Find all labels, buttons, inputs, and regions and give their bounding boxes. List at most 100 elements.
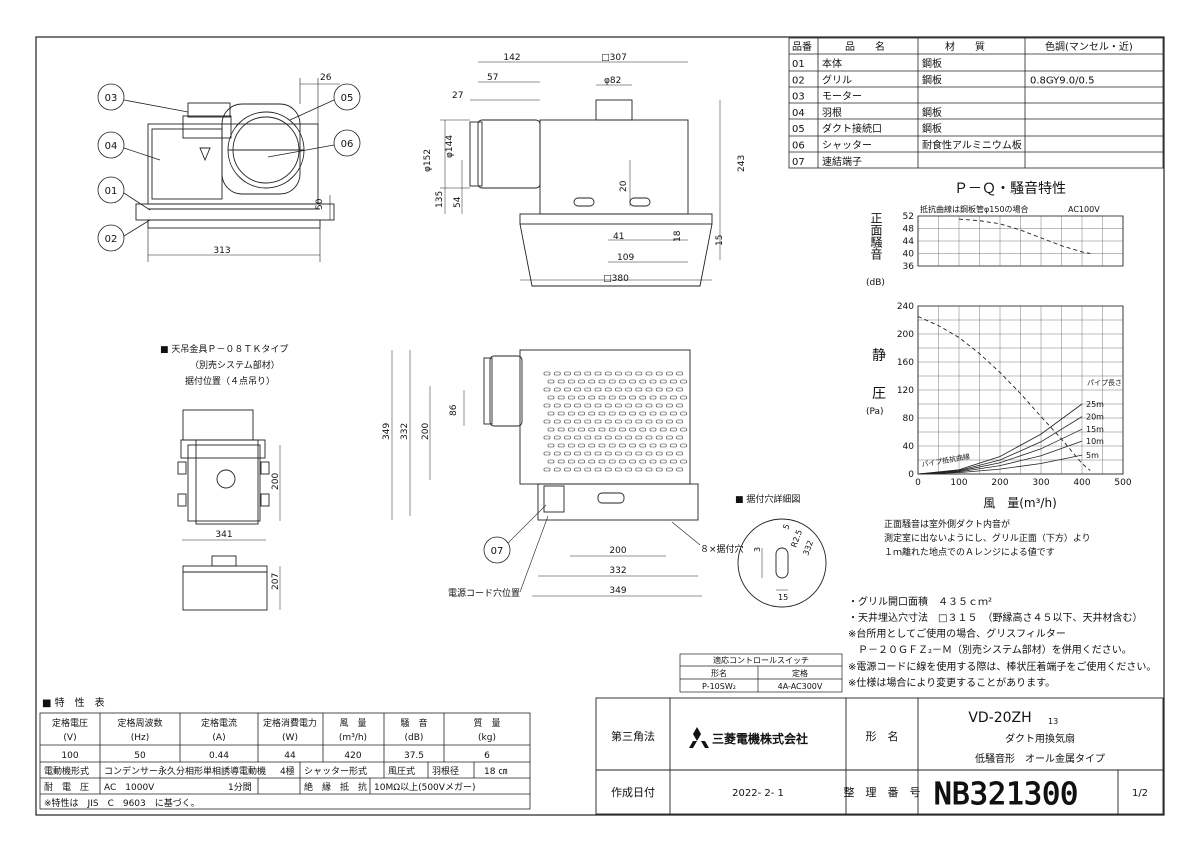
- svg-text:200: 200: [271, 473, 281, 490]
- grille-slot: [639, 459, 647, 464]
- grille-slot: [568, 427, 575, 432]
- pipe-curve-20m: [917, 416, 1083, 475]
- characteristics-rows: 電動機形式 コンデンサー永久分相形単相誘導電動機 4極 シャッター形式 風圧式 …: [44, 765, 507, 809]
- svg-text:15: 15: [778, 593, 788, 602]
- grille-slot: [574, 387, 581, 392]
- svg-text:135: 135: [435, 191, 445, 208]
- grille-slot: [564, 467, 571, 472]
- svg-text:VD-20ZH: VD-20ZH: [968, 710, 1031, 726]
- svg-text:313: 313: [213, 246, 230, 256]
- grille-slot: [608, 427, 616, 432]
- grille-slot: [608, 459, 616, 464]
- noise-curve: [958, 218, 1091, 254]
- grille-slot: [639, 427, 647, 432]
- parts-header-no: 品番: [792, 41, 812, 53]
- grille-slot: [604, 387, 612, 392]
- xtick: 300: [1032, 478, 1049, 488]
- grille-slot: [635, 435, 643, 440]
- svg-text:18: 18: [673, 230, 683, 242]
- grille-slot: [564, 451, 571, 456]
- grille-slot: [594, 387, 602, 392]
- grille-slot: [680, 395, 687, 400]
- char-unit: (V): [63, 733, 76, 743]
- svg-text:定格: 定格: [792, 668, 808, 678]
- svg-text:349: 349: [609, 586, 626, 596]
- grille-slot: [588, 395, 596, 400]
- grille-slot: [604, 467, 612, 472]
- pressure-ytick: 160: [897, 358, 914, 368]
- grille-slot: [659, 411, 667, 416]
- parts-table: [788, 37, 1164, 169]
- parts-cell: 鋼板: [922, 73, 942, 86]
- svg-text:332: 332: [400, 423, 410, 440]
- grille-slot: [666, 435, 673, 440]
- grille-slot: [645, 451, 653, 456]
- chart-title: Ｐ－Ｑ・騒音特性: [954, 180, 1066, 197]
- xtick: 200: [991, 478, 1008, 488]
- title-block-text: 第三角法 三菱電機株式会社 形 名 VD-20ZH 13 ダクト用換気扇 低騒音…: [611, 710, 1148, 813]
- svg-text:03: 03: [105, 93, 118, 104]
- grille-slot: [564, 419, 571, 424]
- callout-03: [97, 83, 125, 111]
- grille-slot: [676, 387, 683, 392]
- pipe-curve-label: 5m: [1086, 451, 1099, 460]
- grille-slot: [553, 387, 561, 392]
- front-view-dims: 26 50 313: [213, 73, 331, 256]
- pipe-length-label: パイプ長さ: [1087, 379, 1122, 387]
- char-unit: (dB): [405, 733, 424, 743]
- svg-text:4極: 4極: [280, 765, 295, 777]
- svg-text:風圧式: 風圧式: [388, 765, 415, 777]
- characteristics-cells: 定格電圧定格周波数定格電流定格消費電力風 量騒 音質 量(V)(Hz)(A)(W…: [52, 717, 501, 761]
- parts-cell: 04: [792, 108, 805, 119]
- grille-slot: [604, 435, 612, 440]
- grille-slot: [594, 467, 602, 472]
- char-value: 6: [484, 751, 490, 761]
- grille-slot: [564, 403, 571, 408]
- char-unit: (W): [282, 733, 298, 743]
- grille-slot: [598, 459, 606, 464]
- grille-slot: [655, 419, 663, 424]
- svg-text:・天井埋込穴寸法 □３１５ （野縁高さ４５以下、天井材含む）: ・天井埋込穴寸法 □３１５ （野縁高さ４５以下、天井材含む）: [848, 611, 1142, 624]
- grille-slot: [625, 467, 632, 472]
- grille-slot: [578, 427, 585, 432]
- grille-slot: [584, 387, 592, 392]
- grille-slot: [604, 419, 612, 424]
- grille-slot: [645, 403, 653, 408]
- pressure-ytick: 240: [897, 302, 914, 312]
- grille-slot: [588, 427, 596, 432]
- svg-text:※特性は JIS C 9603 に基づく。: ※特性は JIS C 9603 に基づく。: [44, 797, 200, 809]
- grille-slot: [666, 403, 673, 408]
- noise-ytick: 52: [903, 212, 914, 222]
- svg-text:1分間: 1分間: [228, 782, 252, 793]
- grille-slot: [625, 419, 632, 424]
- char-header: 質 量: [473, 717, 500, 729]
- grille-slot: [584, 451, 592, 456]
- grille-slot: [615, 419, 622, 424]
- char-unit: (A): [212, 733, 225, 743]
- svg-text:06: 06: [341, 139, 354, 150]
- svg-text:測定室に出ないようにし、グリル正面（下方）より: 測定室に出ないようにし、グリル正面（下方）より: [884, 532, 1091, 544]
- grille-slot: [547, 411, 555, 416]
- parts-cell: 本体: [822, 57, 842, 70]
- grille-slot: [557, 379, 565, 384]
- grille-slot: [655, 435, 663, 440]
- front-view-callouts: [97, 83, 361, 252]
- svg-text:50: 50: [315, 198, 325, 210]
- grille-slot: [625, 387, 632, 392]
- grille-slot: [543, 467, 551, 472]
- char-header: 風 量: [339, 718, 366, 729]
- char-value: 100: [61, 751, 78, 761]
- grille-slot: [670, 411, 677, 416]
- grille-slot: [547, 459, 555, 464]
- pressure-ytick: 200: [897, 330, 914, 340]
- svg-text:1/2: 1/2: [1132, 788, 1148, 799]
- grille-slot: [649, 443, 657, 448]
- chart-notes: 正面騒音は室外側ダクト内音が 測定室に出ないようにし、グリル正面（下方）より １…: [884, 518, 1091, 558]
- noise-ytick: 48: [903, 225, 915, 235]
- sheet-border: [35, 36, 1165, 816]
- grille-slot: [598, 411, 606, 416]
- svg-text:※電源コードに線を使用する際は、棒状圧着端子をご使用ください: ※電源コードに線を使用する際は、棒状圧着端子をご使用ください。: [848, 660, 1156, 673]
- parts-header-color: 色調(マンセル・近): [1045, 40, 1133, 53]
- grille-slot: [574, 371, 581, 376]
